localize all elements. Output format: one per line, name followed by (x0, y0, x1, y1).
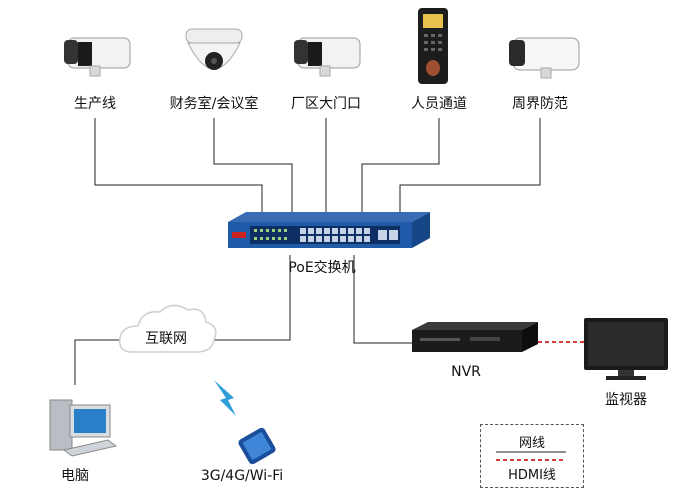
line-switch-internet (204, 255, 291, 341)
poe-switch-icon (228, 212, 430, 248)
wireless-signal-icon (214, 380, 236, 416)
network-lines (74, 118, 541, 385)
computer-label: 电脑 (61, 468, 89, 484)
access-control-terminal-icon (418, 8, 448, 84)
nvr-label: NVR (451, 364, 481, 380)
line-internet-computer (74, 339, 128, 385)
switch-label: PoE交换机 (288, 260, 356, 276)
line-production-line (94, 118, 263, 214)
line-personnel-channel (361, 118, 440, 214)
bullet-camera-icon (64, 37, 131, 77)
line-finance-room (213, 118, 293, 214)
monitor-label: 监视器 (605, 392, 647, 408)
camera-label-production-line: 生产线 (74, 96, 116, 112)
desktop-computer-icon (49, 399, 118, 457)
line-perimeter (399, 118, 541, 214)
cloud-icon (119, 304, 217, 353)
smartphone-icon (238, 427, 276, 465)
legend-hdmi-label: HDMI线 (508, 468, 556, 483)
phone-label: 3G/4G/Wi-Fi (200, 468, 284, 484)
camera-label-perimeter: 周界防范 (512, 96, 568, 112)
camera-label-factory-gate: 厂区大门口 (291, 96, 361, 112)
camera-label-finance-room: 财务室/会议室 (169, 96, 259, 112)
legend-network-label: 网线 (518, 436, 546, 451)
bullet-camera-icon (509, 37, 580, 79)
legend (480, 424, 584, 488)
dome-camera-icon (185, 28, 243, 70)
bullet-camera-icon (294, 37, 361, 77)
line-switch-nvr (353, 255, 412, 344)
internet-label: 互联网 (145, 331, 187, 347)
monitor-icon (584, 318, 668, 380)
nvr-recorder-icon (412, 322, 538, 352)
camera-label-personnel-channel: 人员通道 (411, 96, 467, 112)
